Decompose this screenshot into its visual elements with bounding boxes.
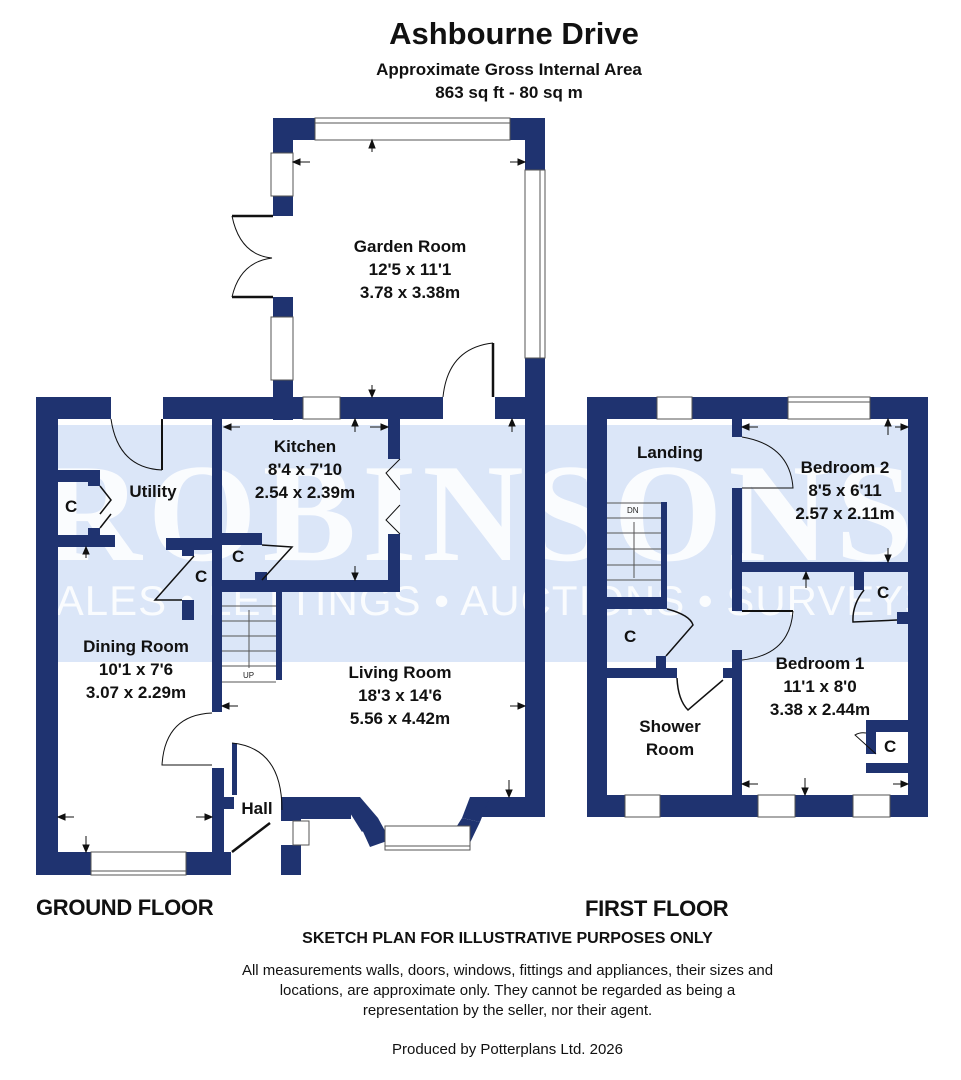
room-dimensions-imperial: 18'3 x 14'6 (358, 686, 442, 705)
area-label: Approximate Gross Internal Area (376, 60, 642, 79)
room-name: Hall (241, 799, 273, 818)
first-floor-stairs (607, 502, 661, 581)
room-name: Bedroom 1 (775, 654, 865, 673)
room-name: Kitchen (273, 437, 337, 456)
room-name: Landing (636, 443, 704, 462)
room-name: Bedroom 2 (800, 458, 890, 477)
stairs-up-label: UP (243, 671, 255, 680)
room-dimensions-imperial: 12'5 x 11'1 (368, 260, 452, 279)
room-bedroom-1: Bedroom 1 11'1 x 8'0 3.38 x 2.44m (760, 652, 880, 721)
room-hall: Hall (232, 797, 282, 820)
ground-floor-doors (99, 214, 495, 853)
cupboard-label: C (624, 627, 637, 646)
cupboard-label: C (877, 583, 890, 602)
room-name: Utility (129, 482, 177, 501)
room-dimensions-metric: 2.57 x 2.11m (795, 504, 895, 523)
room-dimensions-imperial: 8'4 x 7'10 (267, 460, 343, 479)
room-name: Dining Room (83, 637, 189, 656)
room-dimensions-metric: 3.78 x 3.38m (359, 283, 461, 302)
cupboard-label: C (65, 497, 78, 516)
room-name: Shower (639, 717, 701, 736)
room-dimensions-metric: 2.54 x 2.39m (254, 483, 356, 502)
room-dimensions-metric: 5.56 x 4.42m (349, 709, 451, 728)
room-dining-room: Dining Room 10'1 x 7'6 3.07 x 2.29m (62, 635, 210, 704)
room-dimensions-metric: 3.07 x 2.29m (85, 683, 187, 702)
room-name: Garden Room (353, 237, 467, 256)
room-garden-room: Garden Room 12'5 x 11'1 3.78 x 3.38m (330, 235, 490, 304)
cupboard-label: C (195, 567, 208, 586)
room-living-room: Living Room 18'3 x 14'6 5.56 x 4.42m (320, 661, 480, 730)
room-dimensions-imperial: 11'1 x 8'0 (783, 677, 857, 696)
first-floor-label: FIRST FLOOR (585, 896, 729, 921)
first-floor-doors (665, 436, 898, 755)
cupboard-label: C (884, 737, 897, 756)
room-dimensions-imperial: 10'1 x 7'6 (98, 660, 174, 679)
producer-credit: Produced by Potterplans Ltd. 2026 (392, 1041, 623, 1058)
room-dimensions-imperial: 8'5 x 6'11 (808, 481, 882, 500)
room-name-line2: Room (645, 740, 695, 759)
ground-floor-walls (36, 118, 545, 875)
room-shower-room: Shower Room (615, 715, 725, 761)
ground-floor-label: GROUND FLOOR (36, 895, 214, 920)
cupboard-label: C (232, 547, 245, 566)
room-name: Living Room (348, 663, 452, 682)
sketch-plan-notice: SKETCH PLAN FOR ILLUSTRATIVE PURPOSES ON… (302, 930, 713, 947)
ground-floor-windows (90, 117, 546, 876)
property-title: Ashbourne Drive (389, 16, 639, 51)
dimension-arrows (56, 138, 910, 854)
disclaimer-text: All measurements walls, doors, windows, … (241, 962, 774, 1019)
ground-stairs (222, 605, 276, 683)
room-kitchen: Kitchen 8'4 x 7'10 2.54 x 2.39m (230, 435, 380, 504)
area-value: 863 sq ft - 80 sq m (435, 83, 583, 102)
room-dimensions-metric: 3.38 x 2.44m (769, 700, 871, 719)
room-bedroom-2: Bedroom 2 8'5 x 6'11 2.57 x 2.11m (770, 456, 920, 525)
stairs-down-label: DN (627, 506, 639, 515)
first-floor-walls (587, 397, 928, 817)
room-utility: Utility (113, 480, 193, 503)
first-floor-windows (624, 396, 891, 818)
room-landing: Landing (620, 441, 720, 464)
